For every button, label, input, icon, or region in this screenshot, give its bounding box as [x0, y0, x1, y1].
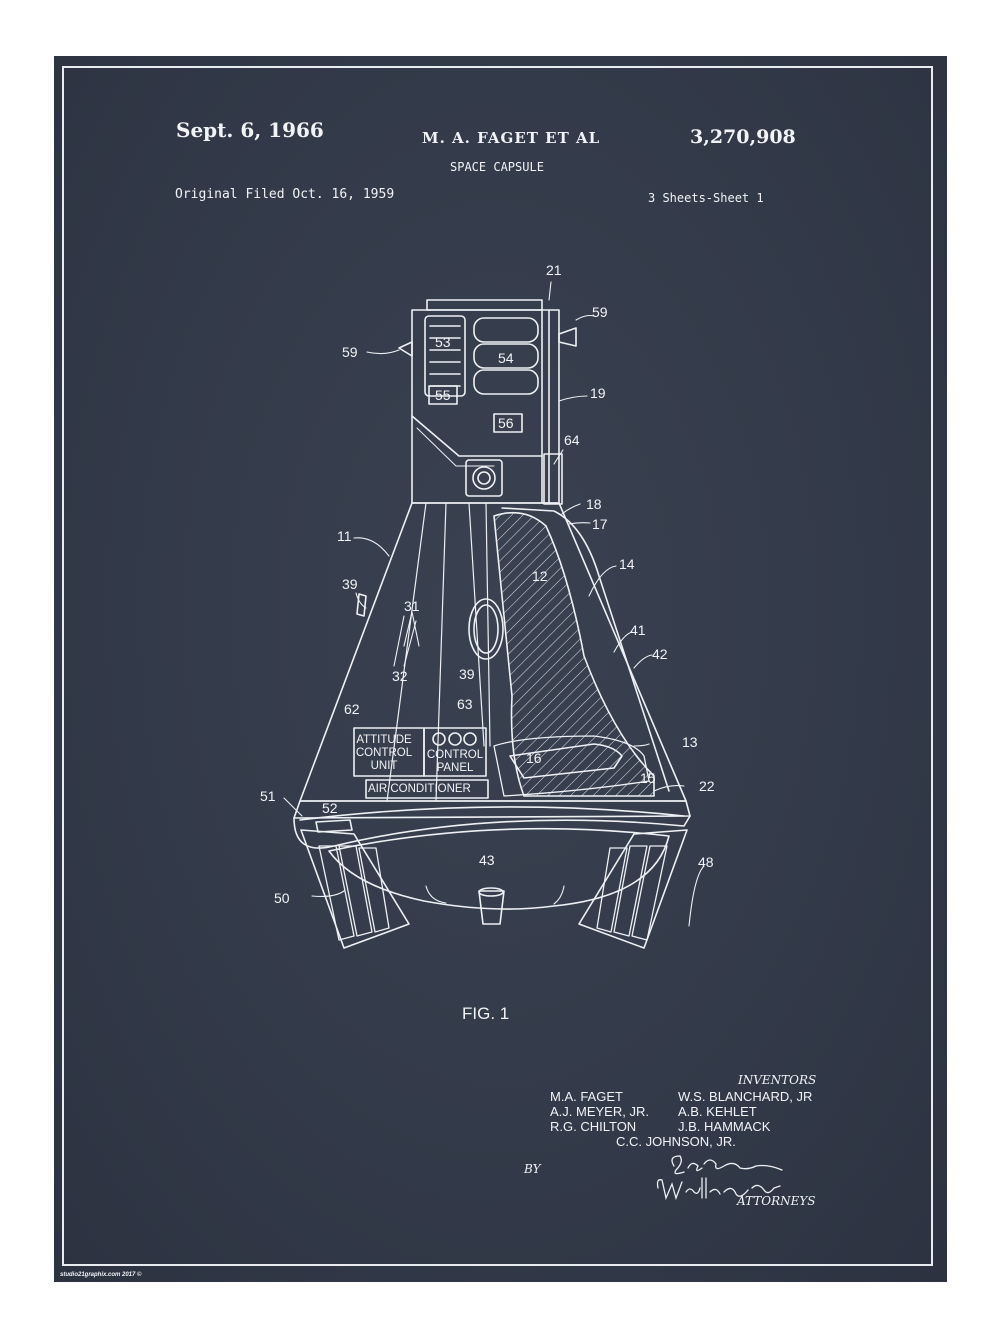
- ref-41: 41: [630, 622, 646, 638]
- ref-14: 14: [619, 556, 635, 572]
- inventor-name: W.S. BLANCHARD, JR: [678, 1089, 813, 1104]
- attorneys-label: ATTORNEYS: [737, 1194, 816, 1208]
- ref-42: 42: [652, 646, 668, 662]
- inventor-name: C.C. JOHNSON, JR.: [616, 1134, 736, 1149]
- ref-59-right: 59: [592, 304, 608, 320]
- ref-56: 56: [498, 415, 514, 431]
- ref-16: 16: [526, 750, 542, 766]
- landing-skirt: [300, 829, 688, 949]
- ref-52: 52: [322, 800, 338, 816]
- patent-date: Sept. 6, 1966: [176, 118, 324, 142]
- blueprint-sheet: Sept. 6, 1966 M. A. FAGET ET AL 3,270,90…: [54, 56, 947, 1282]
- ref-55: 55: [435, 387, 451, 403]
- patent-title: SPACE CAPSULE: [450, 160, 544, 174]
- air-conditioner-label: AIR CONDITIONER: [368, 783, 471, 795]
- ref-39-left: 39: [342, 576, 358, 592]
- control-panel-label: CONTROL PANEL: [426, 749, 484, 774]
- sheet-count: 3 Sheets-Sheet 1: [648, 191, 764, 205]
- patent-number: 3,270,908: [690, 126, 796, 148]
- ref-21: 21: [546, 262, 562, 278]
- ref-17: 17: [592, 516, 608, 532]
- ref-12: 12: [532, 568, 548, 584]
- attitude-control-unit-label: ATTITUDE CONTROL UNIT: [355, 734, 413, 772]
- ref-31: 31: [404, 598, 420, 614]
- ref-54: 54: [498, 350, 514, 366]
- filing-date: Original Filed Oct. 16, 1959: [175, 187, 395, 202]
- ref-62: 62: [344, 701, 360, 717]
- ref-15: 15: [640, 770, 656, 786]
- by-label: BY: [524, 1162, 541, 1176]
- inventor-name: J.B. HAMMACK: [678, 1119, 771, 1134]
- ref-22: 22: [699, 778, 715, 794]
- ref-51: 51: [260, 788, 276, 804]
- inventors-heading: INVENTORS: [738, 1073, 817, 1087]
- ref-18: 18: [586, 496, 602, 512]
- ref-53: 53: [435, 334, 451, 350]
- ref-48: 48: [698, 854, 714, 870]
- inventor-name: R.G. CHILTON: [550, 1119, 637, 1134]
- sheet-border: [62, 66, 933, 1266]
- studio-credit: studio21graphix.com 2017 ©: [60, 1272, 142, 1278]
- ref-11: 11: [337, 528, 352, 544]
- inventor-heading: M. A. FAGET ET AL: [422, 129, 601, 147]
- ref-43: 43: [479, 852, 495, 868]
- ref-19: 19: [590, 385, 606, 401]
- figure-caption: FIG. 1: [462, 1004, 510, 1023]
- ref-63: 63: [457, 696, 473, 712]
- attorney-signatures: [656, 1155, 783, 1201]
- inventor-name: A.J. MEYER, JR.: [550, 1104, 649, 1119]
- leader-lines: [283, 281, 705, 927]
- ref-64: 64: [564, 432, 580, 448]
- ref-50: 50: [274, 890, 290, 906]
- inventor-name: M.A. FAGET: [550, 1089, 623, 1104]
- ref-39-center: 39: [459, 666, 475, 682]
- capsule-drawing: [283, 281, 705, 949]
- heat-shield: [293, 800, 691, 925]
- ref-59-left: 59: [342, 344, 358, 360]
- ref-13: 13: [682, 734, 698, 750]
- ref-32: 32: [392, 668, 408, 684]
- inventor-name: A.B. KEHLET: [678, 1104, 757, 1119]
- antenna-canister: [398, 299, 577, 505]
